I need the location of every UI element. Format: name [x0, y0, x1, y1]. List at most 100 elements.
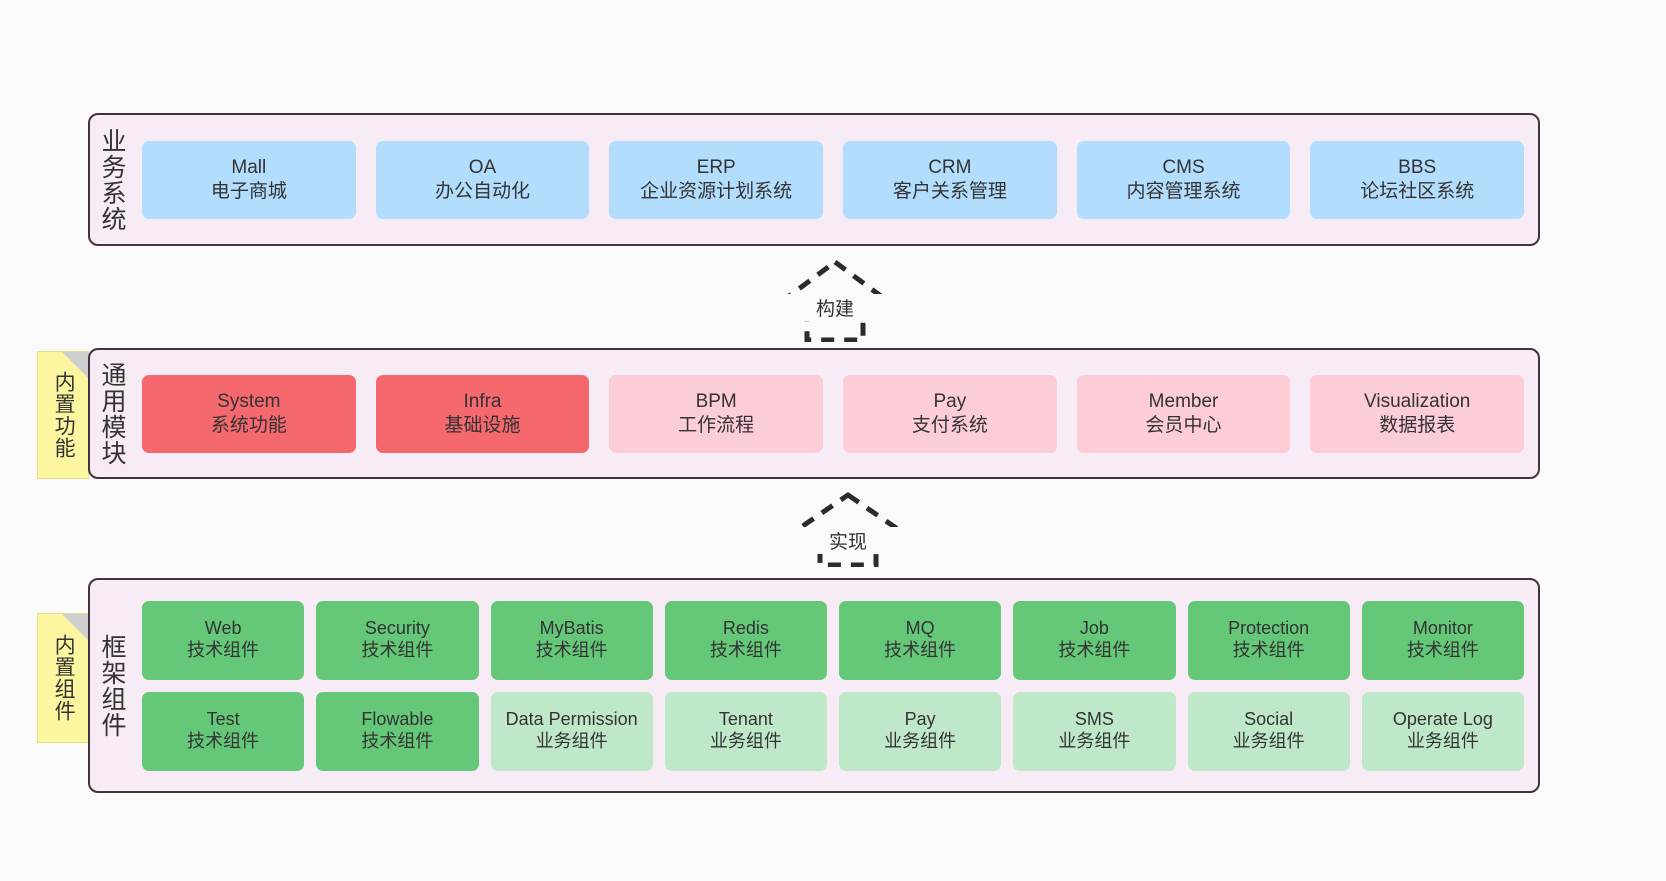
- node-title: Protection: [1228, 618, 1310, 639]
- node-subtitle: 技术组件: [1232, 640, 1305, 660]
- node-subtitle: 业务组件: [709, 731, 782, 751]
- note-fold-corner-icon: [62, 352, 88, 378]
- node-member[interactable]: Member 会员中心: [1076, 374, 1291, 453]
- node-subtitle: 业务组件: [1406, 731, 1479, 751]
- node-subtitle: 技术组件: [535, 640, 608, 660]
- node-title: MyBatis: [539, 618, 604, 639]
- node-subtitle: 内容管理系统: [1126, 180, 1241, 202]
- note-builtin-component: 内置组件: [37, 613, 89, 743]
- node-job[interactable]: Job 技术组件: [1013, 600, 1176, 680]
- arrow-build-up-icon: 构建: [755, 258, 915, 342]
- node-mq[interactable]: MQ 技术组件: [839, 600, 1002, 680]
- node-title: ERP: [696, 157, 736, 179]
- node-subtitle: 客户关系管理: [892, 180, 1007, 202]
- node-title: SMS: [1074, 709, 1114, 730]
- node-subtitle: 数据报表: [1379, 414, 1456, 436]
- node-redis[interactable]: Redis 技术组件: [664, 600, 827, 680]
- node-mybatis[interactable]: MyBatis 技术组件: [490, 600, 653, 680]
- node-title: Pay: [933, 391, 967, 413]
- node-subtitle: 基础设施: [444, 414, 521, 436]
- layer-row: Test 技术组件 Flowable 技术组件 Data Permission …: [142, 691, 1524, 771]
- node-social[interactable]: Social 业务组件: [1187, 691, 1350, 771]
- node-title: Test: [206, 709, 240, 730]
- node-pay[interactable]: Pay 支付系统: [843, 374, 1057, 453]
- node-title: Mall: [231, 157, 267, 179]
- node-system[interactable]: System 系统功能: [142, 374, 356, 453]
- arrow-label-implement: 实现: [768, 527, 928, 554]
- arrow-label-build: 构建: [755, 294, 915, 321]
- node-subtitle: 技术组件: [361, 640, 434, 660]
- node-subtitle: 论坛社区系统: [1360, 180, 1475, 202]
- node-title: Data Permission: [505, 709, 638, 730]
- node-subtitle: 工作流程: [678, 414, 755, 436]
- node-subtitle: 电子商城: [210, 180, 287, 202]
- node-title: BPM: [695, 391, 737, 413]
- node-title: Tenant: [718, 709, 773, 730]
- layer-body-common-module: System 系统功能 Infra 基础设施 BPM 工作流程 Pay 支付系统…: [134, 350, 1538, 477]
- node-operate-log[interactable]: Operate Log 业务组件: [1361, 691, 1524, 771]
- layer-business-system: 业务系统 Mall 电子商城 OA 办公自动化 ERP 企业资源计划系统 CRM…: [88, 113, 1540, 246]
- node-monitor[interactable]: Monitor 技术组件: [1361, 600, 1524, 680]
- node-title: Monitor: [1412, 618, 1473, 639]
- node-subtitle: 业务组件: [535, 731, 608, 751]
- node-title: Member: [1148, 391, 1219, 413]
- node-title: BBS: [1398, 157, 1437, 179]
- note-builtin-function: 内置功能: [37, 351, 89, 479]
- node-title: OA: [468, 157, 497, 179]
- node-data-permission[interactable]: Data Permission 业务组件: [490, 691, 653, 771]
- node-title: Operate Log: [1392, 709, 1493, 730]
- layer-title-common-module: 通用模块: [98, 361, 126, 466]
- node-tenant[interactable]: Tenant 业务组件: [664, 691, 827, 771]
- node-title: Infra: [463, 391, 502, 413]
- note-label: 内置组件: [52, 634, 76, 722]
- node-web[interactable]: Web 技术组件: [142, 600, 305, 680]
- node-subtitle: 技术组件: [1406, 640, 1479, 660]
- arrow-implement-up-icon: 实现: [768, 491, 928, 567]
- node-title: Web: [204, 618, 242, 639]
- node-title: MQ: [905, 618, 935, 639]
- node-subtitle: 系统功能: [210, 414, 287, 436]
- layer-row: Web 技术组件 Security 技术组件 MyBatis 技术组件 Redi…: [142, 600, 1524, 680]
- node-subtitle: 业务组件: [884, 731, 957, 751]
- node-title: Pay: [904, 709, 936, 730]
- node-subtitle: 支付系统: [911, 414, 988, 436]
- node-bpm[interactable]: BPM 工作流程: [609, 374, 824, 453]
- node-pay-business[interactable]: Pay 业务组件: [839, 691, 1002, 771]
- node-subtitle: 技术组件: [1058, 640, 1131, 660]
- node-bbs[interactable]: BBS 论坛社区系统: [1310, 140, 1525, 219]
- layer-title-business-system: 业务系统: [98, 127, 126, 232]
- node-sms[interactable]: SMS 业务组件: [1013, 691, 1176, 771]
- node-mall[interactable]: Mall 电子商城: [142, 140, 356, 219]
- node-cms[interactable]: CMS 内容管理系统: [1076, 140, 1291, 219]
- node-title: Job: [1079, 618, 1109, 639]
- node-subtitle: 技术组件: [187, 640, 260, 660]
- node-subtitle: 技术组件: [884, 640, 957, 660]
- node-subtitle: 会员中心: [1145, 414, 1222, 436]
- layer-framework-component: 框架组件 Web 技术组件 Security 技术组件 MyBatis 技术组件…: [88, 578, 1540, 793]
- layer-row: System 系统功能 Infra 基础设施 BPM 工作流程 Pay 支付系统…: [142, 374, 1525, 453]
- node-test[interactable]: Test 技术组件: [142, 691, 305, 771]
- node-protection[interactable]: Protection 技术组件: [1187, 600, 1350, 680]
- node-crm[interactable]: CRM 客户关系管理: [843, 140, 1057, 219]
- node-infra[interactable]: Infra 基础设施: [375, 374, 590, 453]
- node-title: Visualization: [1364, 391, 1471, 413]
- node-subtitle: 企业资源计划系统: [640, 180, 793, 202]
- node-security[interactable]: Security 技术组件: [316, 600, 479, 680]
- node-subtitle: 业务组件: [1058, 731, 1131, 751]
- node-visualization[interactable]: Visualization 数据报表: [1310, 374, 1525, 453]
- node-title: Social: [1244, 709, 1294, 730]
- layer-common-module: 通用模块 System 系统功能 Infra 基础设施 BPM 工作流程 Pay…: [88, 348, 1540, 479]
- node-subtitle: 办公自动化: [435, 180, 531, 202]
- node-erp[interactable]: ERP 企业资源计划系统: [609, 140, 824, 219]
- node-subtitle: 技术组件: [187, 731, 260, 751]
- node-oa[interactable]: OA 办公自动化: [375, 140, 590, 219]
- node-subtitle: 业务组件: [1232, 731, 1305, 751]
- node-title: Security: [364, 618, 430, 639]
- note-label: 内置功能: [52, 371, 76, 459]
- node-flowable[interactable]: Flowable 技术组件: [316, 691, 479, 771]
- node-title: Flowable: [361, 709, 434, 730]
- layer-body-business-system: Mall 电子商城 OA 办公自动化 ERP 企业资源计划系统 CRM 客户关系…: [134, 115, 1538, 244]
- layer-row: Mall 电子商城 OA 办公自动化 ERP 企业资源计划系统 CRM 客户关系…: [142, 140, 1525, 219]
- node-title: CMS: [1162, 157, 1205, 179]
